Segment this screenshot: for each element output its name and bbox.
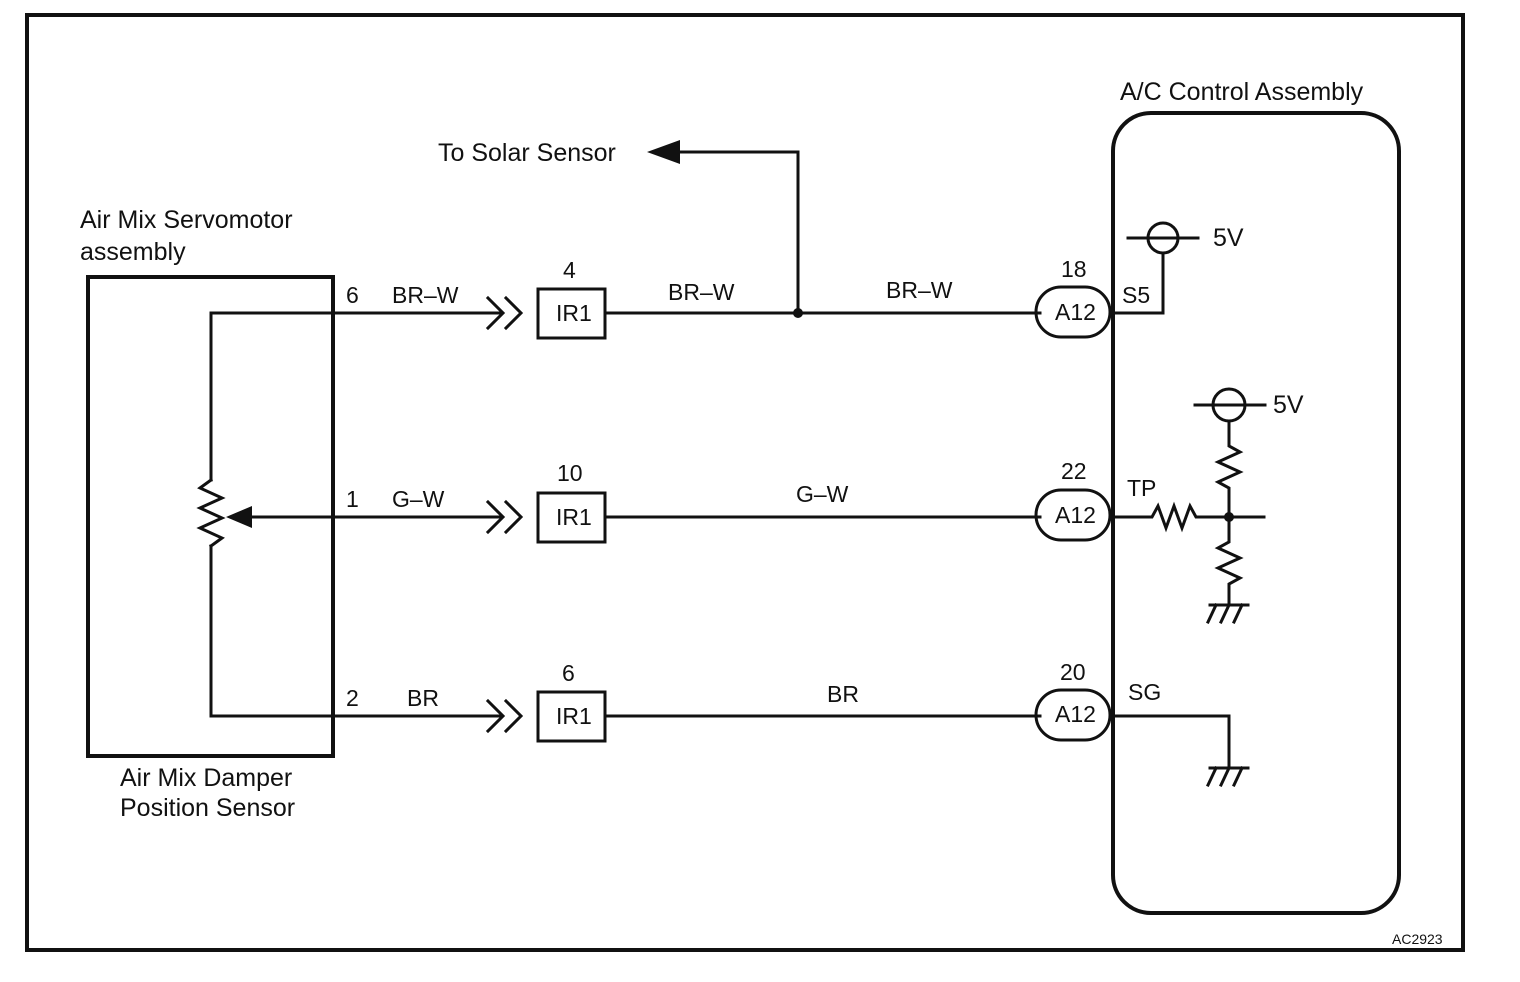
figure-code: AC2923	[1392, 931, 1443, 947]
solar-sensor-label: To Solar Sensor	[438, 139, 616, 167]
terminal-tp: TP	[1127, 475, 1156, 501]
row-s5	[331, 140, 1200, 340]
terminal-sg: SG	[1128, 679, 1161, 705]
tp-supply-label: 5V	[1273, 391, 1304, 419]
ecu-pin-22: 22	[1061, 458, 1087, 484]
ir-pin-4: 4	[563, 257, 576, 283]
ecu-pin-18: 18	[1061, 256, 1087, 282]
servomotor-label-line1: Air Mix Servomotor	[80, 206, 293, 234]
row-tp	[331, 387, 1267, 624]
sensor-label-line1: Air Mix Damper	[120, 764, 292, 792]
wire-label-br-w-right: BR–W	[886, 277, 953, 303]
tp-supply-symbol	[1211, 387, 1247, 423]
wire-label-g-w-mid: G–W	[796, 481, 849, 507]
device-pin-2: 2	[346, 685, 359, 711]
a12-connector-2	[1034, 488, 1112, 542]
a12-label-2: A12	[1055, 502, 1096, 528]
servomotor-label-line2: assembly	[80, 238, 186, 266]
ir-pin-10: 10	[557, 460, 583, 486]
ac-control-box	[1111, 111, 1401, 915]
a12-label-3: A12	[1055, 701, 1096, 727]
ecu-pin-20: 20	[1060, 659, 1086, 685]
terminal-s5: S5	[1122, 282, 1150, 308]
solar-arrow	[647, 140, 680, 164]
outer-frame	[25, 13, 1465, 952]
s5-supply-symbol	[1146, 221, 1180, 255]
wiper-arrow	[226, 506, 252, 528]
wire-label-br-left: BR	[407, 685, 439, 711]
wire-label-br-mid: BR	[827, 681, 859, 707]
wire-label-br-w-mid: BR–W	[668, 279, 735, 305]
ir1-label-2: IR1	[556, 504, 592, 530]
ac-control-label: A/C Control Assembly	[1120, 78, 1364, 106]
sensor-label-line2: Position Sensor	[120, 794, 295, 822]
sg-ground-icon	[1206, 766, 1250, 787]
s5-supply-label: 5V	[1213, 224, 1244, 252]
wire-label-br-w-left: BR–W	[392, 282, 459, 308]
device-pin-6: 6	[346, 282, 359, 308]
device-pin-1: 1	[346, 486, 359, 512]
wire-label-g-w-left: G–W	[392, 486, 445, 512]
potentiometer	[196, 311, 335, 718]
ir-pin-6: 6	[562, 660, 575, 686]
ir1-label-3: IR1	[556, 703, 592, 729]
ir1-label-1: IR1	[556, 300, 592, 326]
tp-ground-icon	[1206, 603, 1250, 624]
a12-label-1: A12	[1055, 299, 1096, 325]
row-sg	[331, 688, 1250, 787]
